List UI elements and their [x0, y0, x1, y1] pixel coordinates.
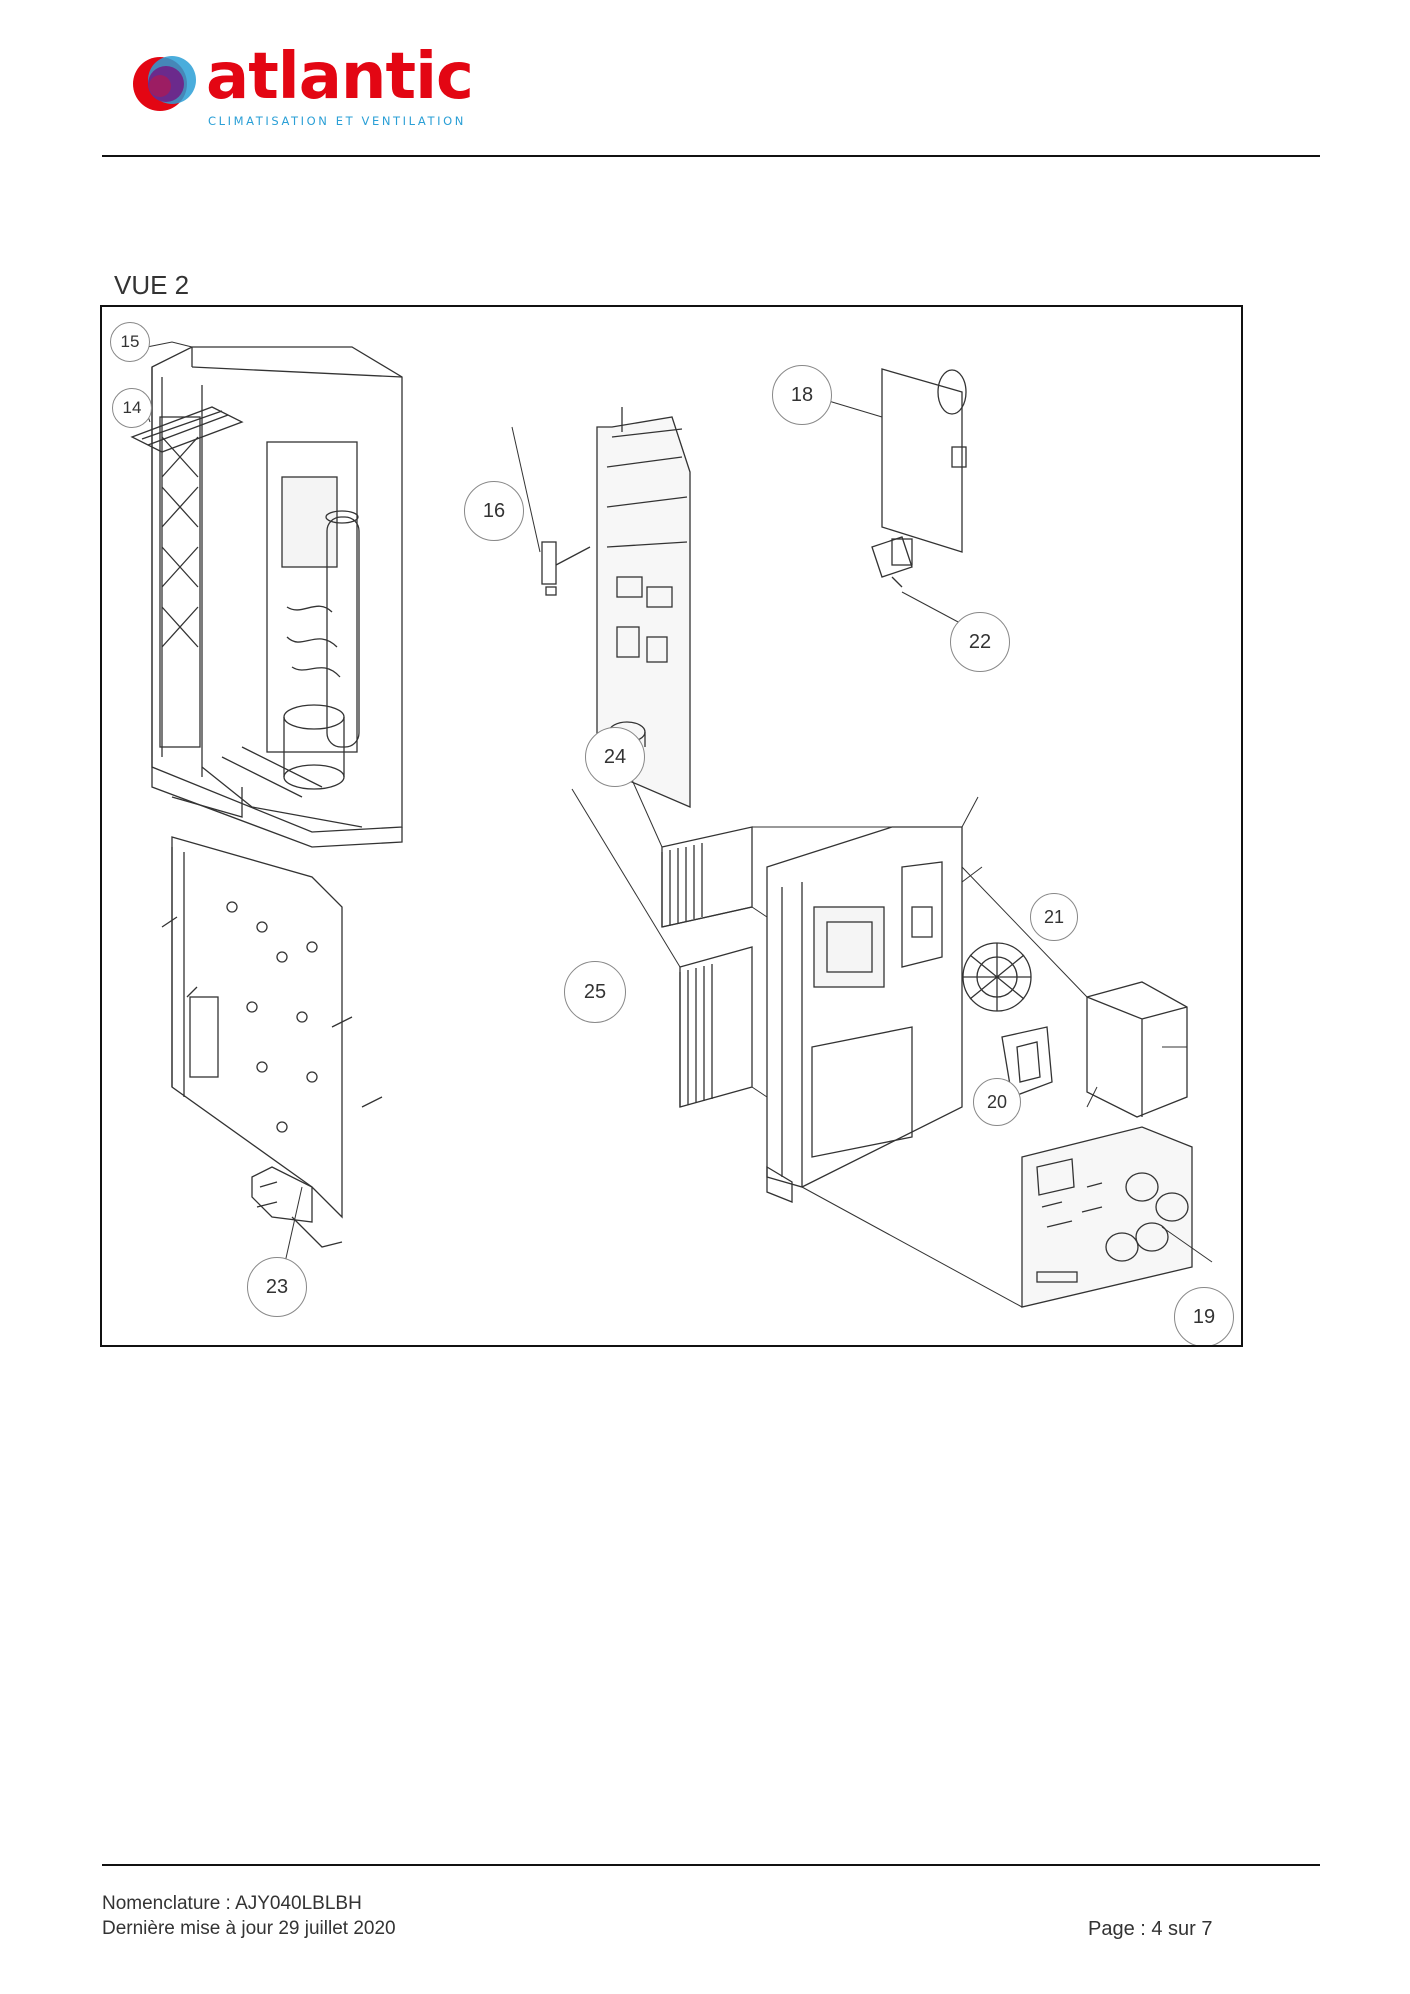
atlantic-logo-icon: [133, 56, 196, 111]
exploded-view-frame: 15 14 16 18 22 24 21 25 20 23 19: [100, 305, 1243, 1347]
brand-name: atlantic: [206, 40, 474, 114]
footer-updated: Dernière mise à jour 29 juillet 2020: [102, 1918, 396, 1939]
footer-nomenclature: Nomenclature : AJY040LBLBH: [102, 1893, 362, 1914]
page-number: Page : 4 sur 7: [1088, 1918, 1213, 1940]
header-divider: [102, 155, 1320, 157]
view-title: VUE 2: [114, 270, 190, 300]
outdoor-unit-cabinet: [130, 346, 403, 848]
mounting-plate: [161, 836, 383, 1248]
inverter-board: [871, 368, 967, 588]
reactor-assembly: [962, 942, 1188, 1118]
electrical-box-frame: [766, 826, 963, 1203]
brand-tagline: CLIMATISATION ET VENTILATION: [208, 114, 466, 128]
heatsinks: [661, 826, 753, 1108]
power-board: [1021, 1126, 1193, 1308]
control-pcb: [541, 407, 691, 808]
exploded-diagram: [130, 341, 1213, 1308]
brand-logo: atlantic CLIMATISATION ET VENTILATION: [120, 40, 500, 136]
footer-divider: [102, 1864, 1320, 1866]
